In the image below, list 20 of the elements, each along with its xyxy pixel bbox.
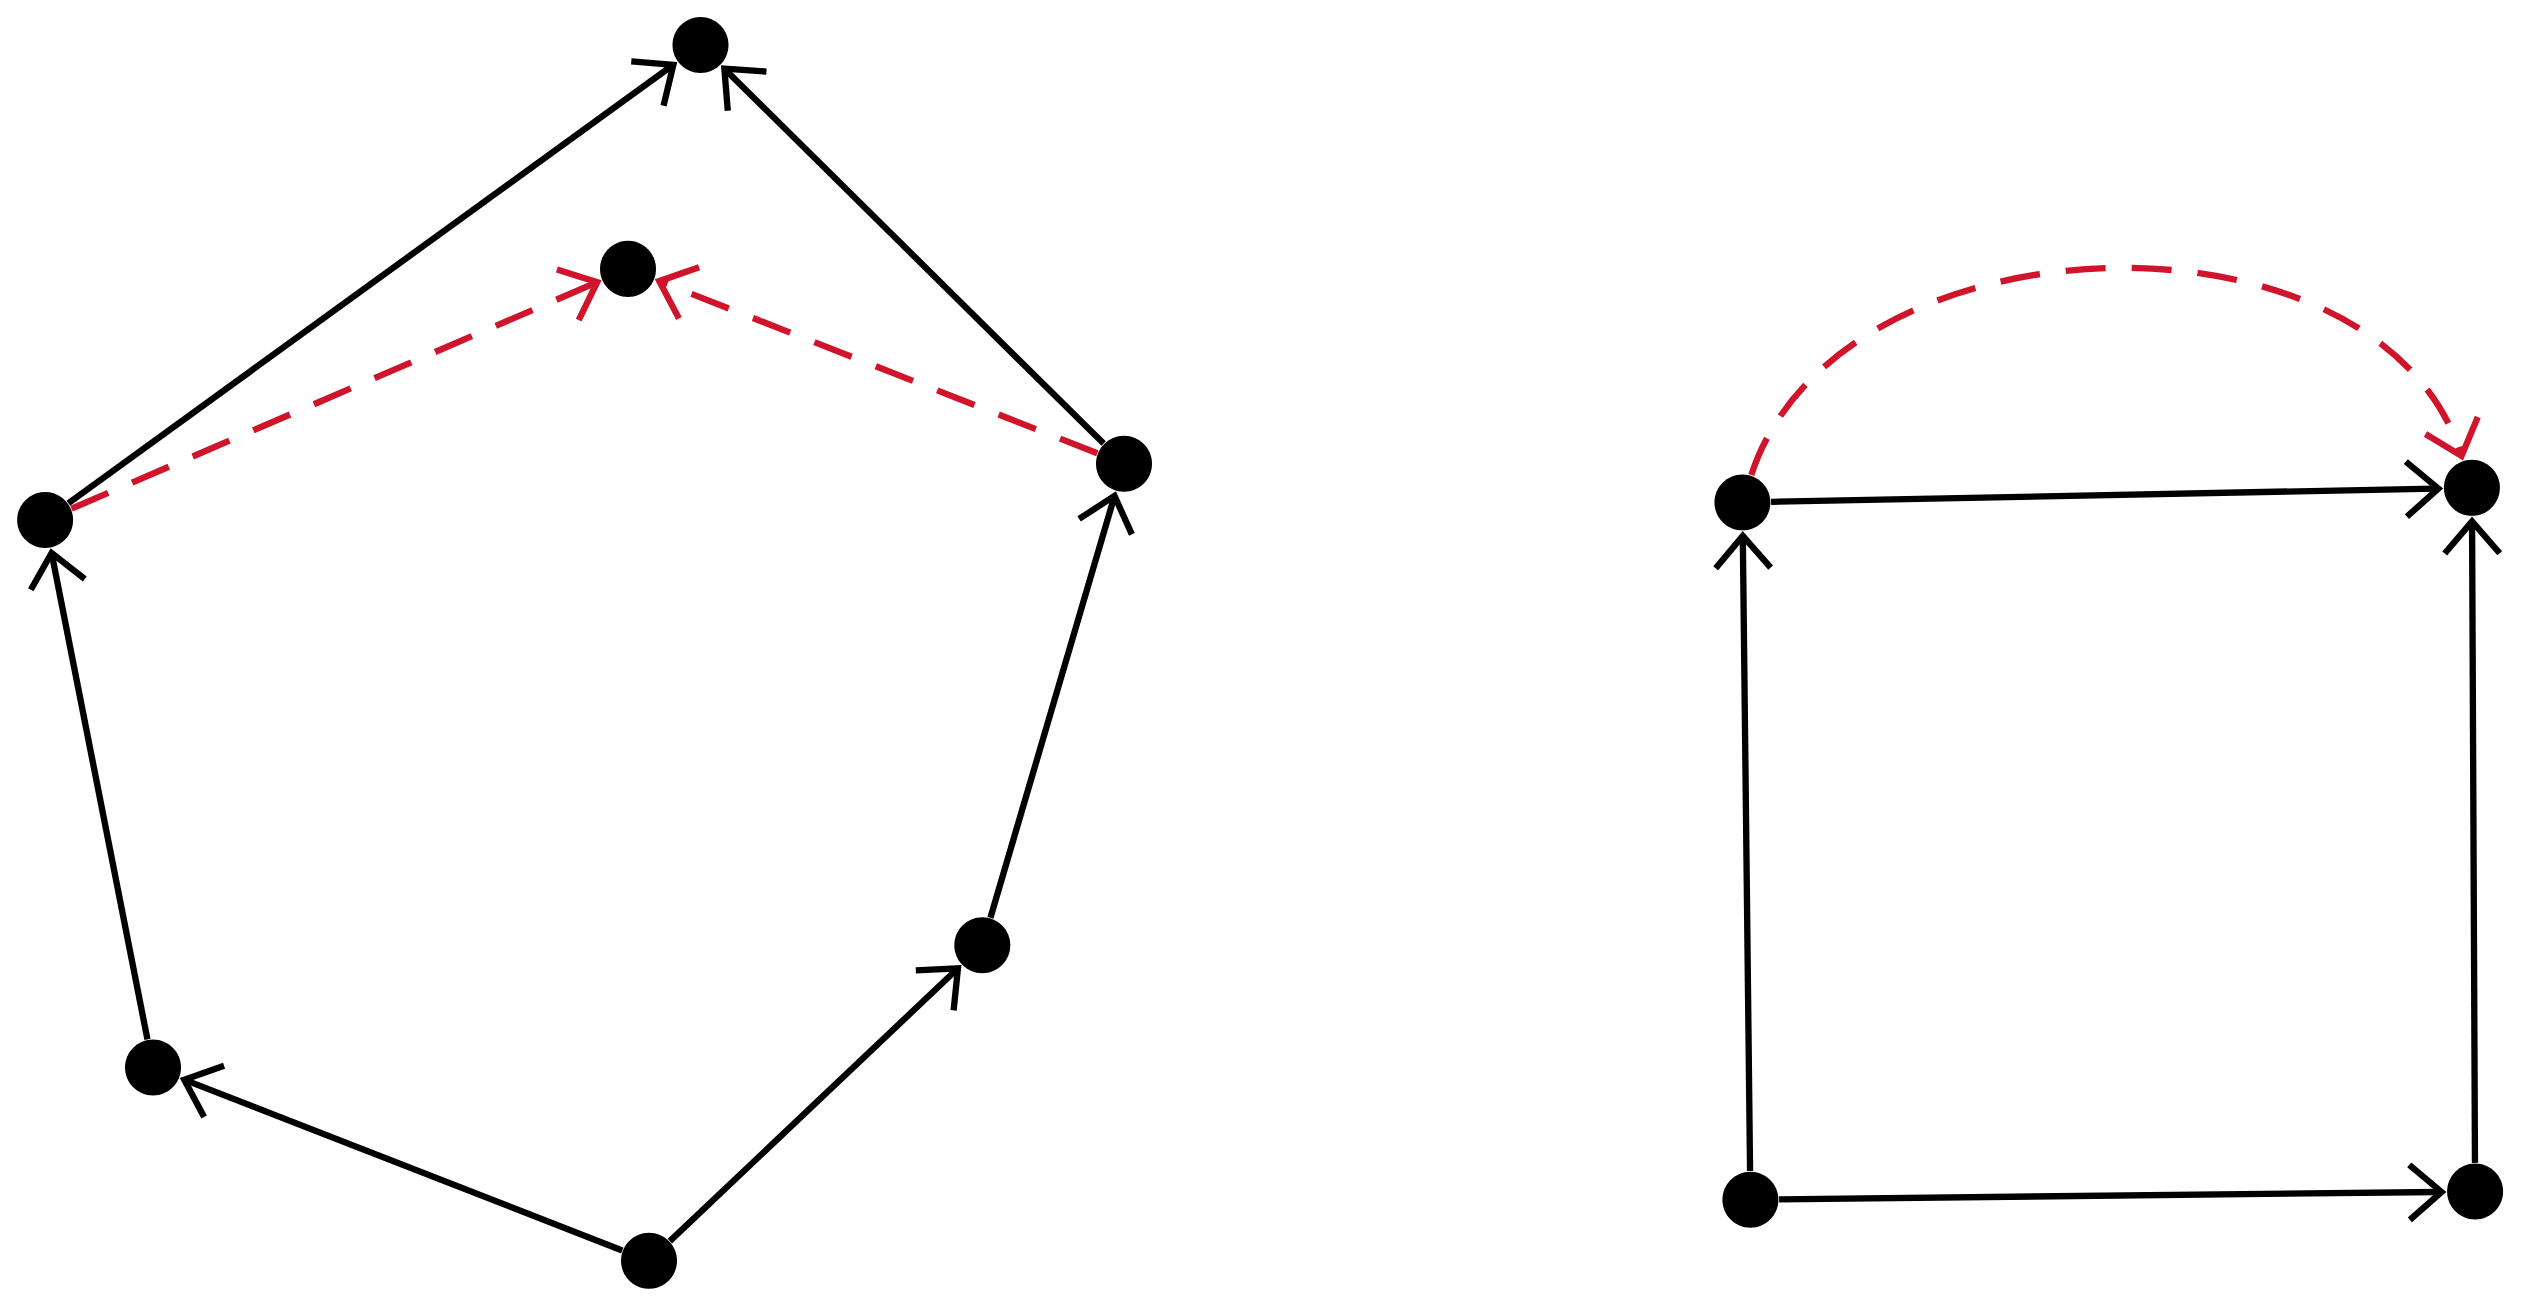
arrow	[654, 264, 1099, 457]
arrow	[987, 491, 1135, 919]
arrow	[28, 548, 151, 1041]
arrow	[720, 65, 1106, 446]
dot	[1722, 1171, 1779, 1228]
arrow	[179, 1062, 624, 1254]
dot	[1714, 474, 1771, 531]
dot	[2443, 459, 2500, 516]
arrow	[1748, 265, 2481, 477]
dot	[2447, 1163, 2504, 1220]
dot	[1096, 435, 1152, 492]
dot	[125, 1039, 181, 1096]
dot	[672, 17, 729, 74]
arrow	[66, 58, 678, 506]
arrow	[667, 965, 962, 1244]
dot	[17, 492, 74, 549]
dot	[954, 917, 1011, 974]
dot	[600, 240, 656, 297]
dot	[621, 1232, 677, 1289]
arrow	[70, 266, 602, 512]
